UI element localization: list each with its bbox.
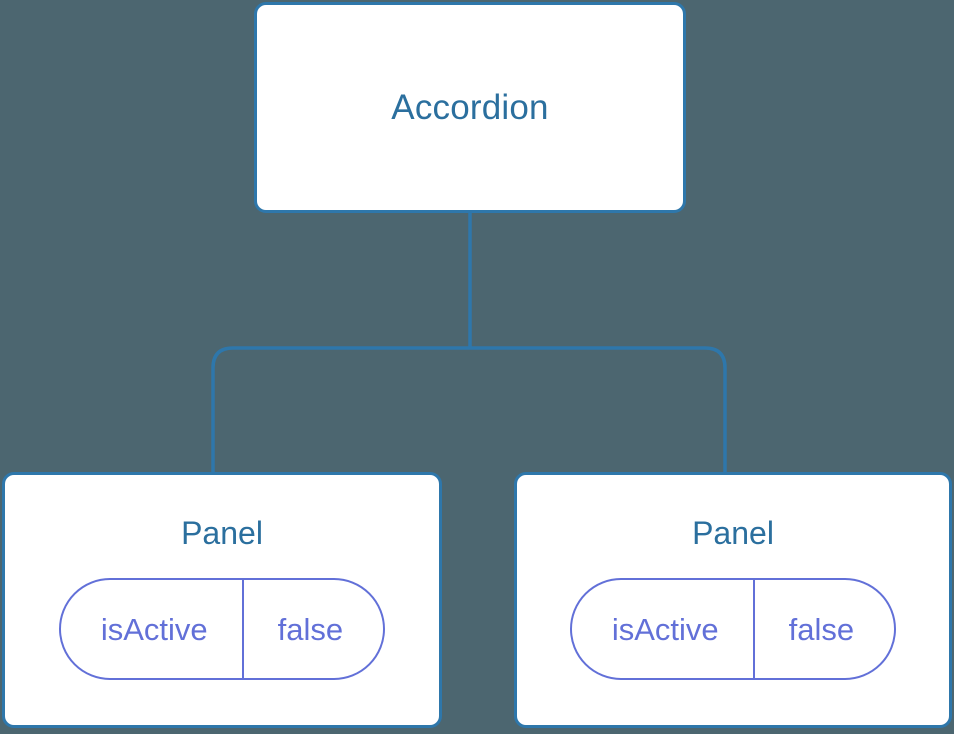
node-panel-right-content: Panel isActive false <box>517 475 949 680</box>
node-accordion[interactable]: Accordion <box>254 2 686 213</box>
node-panel-right-prop-isactive[interactable]: isActive false <box>569 578 897 680</box>
node-panel-left-prop-isactive[interactable]: isActive false <box>58 578 386 680</box>
node-panel-left-label: Panel <box>181 515 263 551</box>
prop-value: false <box>752 580 894 678</box>
node-panel-right-label: Panel <box>692 515 774 551</box>
prop-key: isActive <box>100 611 208 647</box>
node-panel-right[interactable]: Panel isActive false <box>514 472 952 728</box>
prop-key: isActive <box>611 611 719 647</box>
node-accordion-label: Accordion <box>391 88 549 127</box>
edge-branch-bar-left <box>211 346 470 472</box>
node-panel-left-content: Panel isActive false <box>5 475 439 680</box>
edge-branch-bar-right <box>470 346 727 472</box>
prop-value: false <box>241 580 383 678</box>
node-panel-left[interactable]: Panel isActive false <box>2 472 442 728</box>
